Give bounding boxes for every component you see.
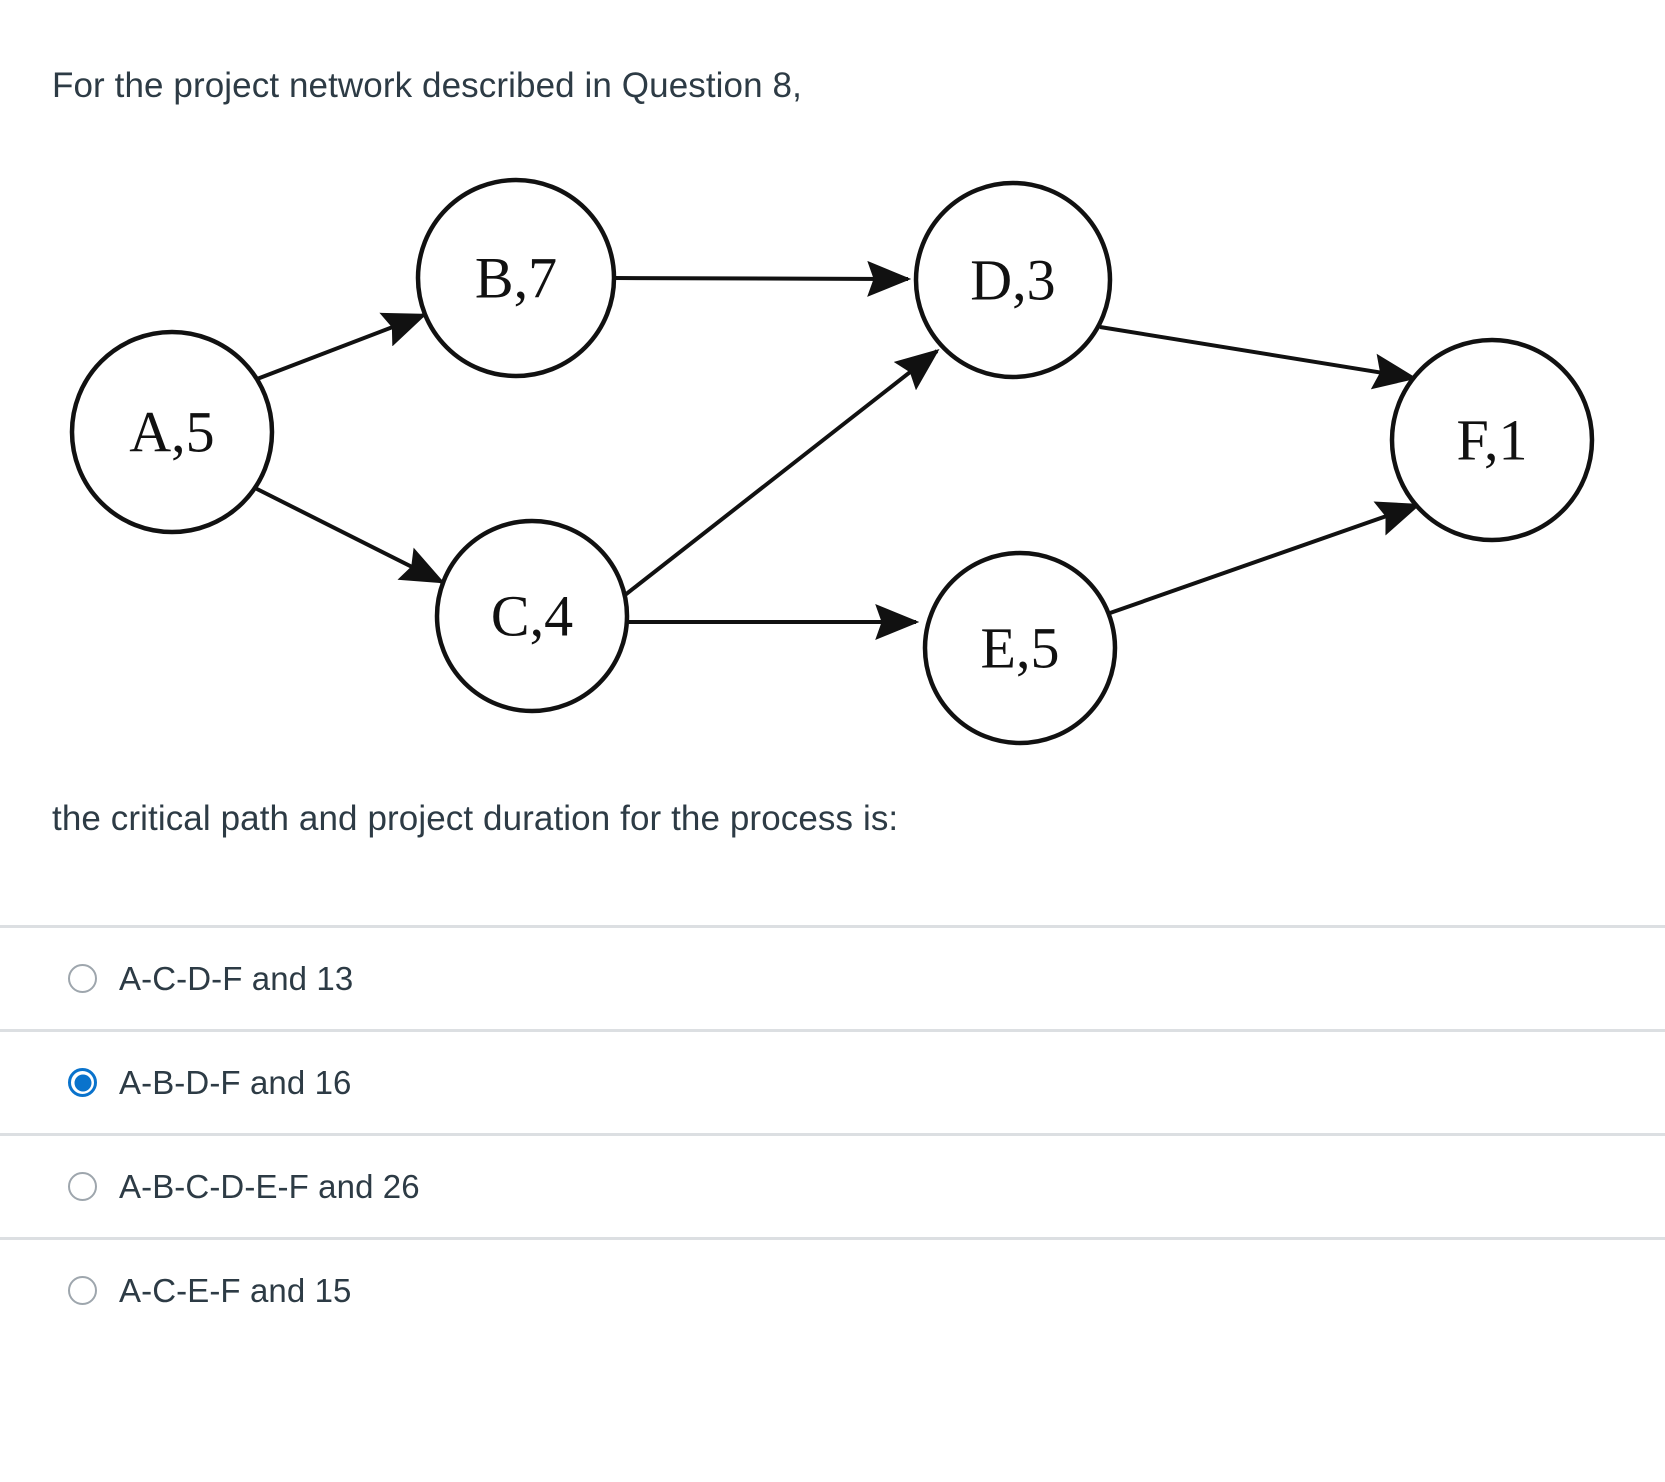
diagram-edges	[254, 260, 1422, 640]
node-f: F,1	[1389, 337, 1595, 543]
node-c-label: C,4	[491, 584, 573, 649]
node-d-label: D,3	[970, 248, 1055, 313]
node-e: E,5	[922, 550, 1118, 746]
answer-option-2[interactable]: A-B-D-F and 16	[0, 1029, 1665, 1133]
answer-option-3[interactable]: A-B-C-D-E-F and 26	[0, 1133, 1665, 1237]
project-network-svg: A,5 B,7 C,4 D,3 E,5 F,1	[69, 177, 1595, 746]
node-e-label: E,5	[981, 616, 1060, 681]
radio-button-option-2[interactable]	[68, 1068, 97, 1097]
node-b: B,7	[415, 177, 617, 379]
node-d: D,3	[913, 180, 1113, 380]
answer-option-4[interactable]: A-C-E-F and 15	[0, 1237, 1665, 1341]
node-a-label: A,5	[129, 400, 214, 465]
node-c: C,4	[434, 518, 630, 714]
answer-option-4-label: A-C-E-F and 15	[119, 1271, 352, 1309]
answer-option-3-label: A-B-C-D-E-F and 26	[119, 1167, 420, 1205]
edge-e-to-f	[1109, 501, 1422, 615]
answer-option-2-label: A-B-D-F and 16	[119, 1063, 352, 1101]
radio-button-option-3[interactable]	[68, 1172, 97, 1201]
edge-b-to-d	[614, 260, 912, 297]
project-network-diagram: A,5 B,7 C,4 D,3 E,5 F,1	[0, 155, 1665, 755]
question-tail-text: the critical path and project duration f…	[52, 799, 899, 838]
question-stem-text: For the project network described in Que…	[52, 66, 802, 105]
node-f-label: F,1	[1456, 408, 1527, 473]
edge-a-to-b	[256, 312, 427, 381]
node-b-label: B,7	[475, 246, 557, 311]
diagram-nodes: A,5 B,7 C,4 D,3 E,5 F,1	[69, 177, 1595, 746]
edge-d-to-f	[1099, 325, 1418, 390]
edge-a-to-c	[254, 486, 445, 584]
edge-c-to-d	[623, 349, 940, 597]
node-a: A,5	[69, 329, 275, 535]
answer-option-1[interactable]: A-C-D-F and 13	[0, 925, 1665, 1029]
answer-option-1-label: A-C-D-F and 13	[119, 959, 354, 997]
radio-button-option-4[interactable]	[68, 1276, 97, 1305]
answer-options-list: A-C-D-F and 13 A-B-D-F and 16 A-B-C-D-E-…	[0, 925, 1665, 1341]
radio-button-option-1[interactable]	[68, 964, 97, 993]
